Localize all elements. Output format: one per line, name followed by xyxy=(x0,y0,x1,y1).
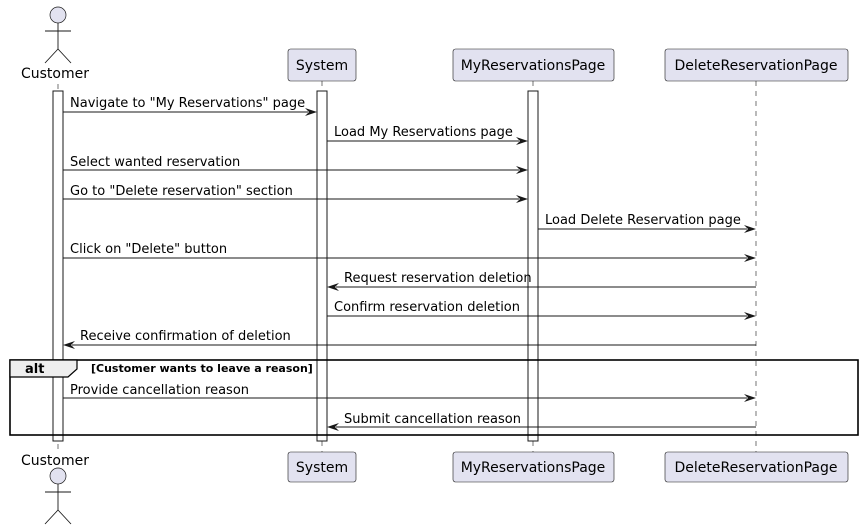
message-4: Go to "Delete reservation" section xyxy=(63,184,528,203)
customer-actor-top: Customer xyxy=(21,6,89,82)
myreservationspage-participant-top: MyReservationsPage xyxy=(452,48,615,82)
alt-tab xyxy=(9,359,78,378)
message-11: Submit cancellation reason xyxy=(327,412,756,431)
arrow-head-icon xyxy=(63,341,75,349)
message-1: Navigate to "My Reservations" page xyxy=(63,96,317,116)
participant-label-system-bottom: System xyxy=(296,460,348,476)
participant-label-customer: Customer xyxy=(21,66,89,82)
deletereservationpage-participant-bottom: DeleteReservationPage xyxy=(664,451,849,483)
arrow-head-icon xyxy=(305,108,317,116)
system-participant-bottom: System xyxy=(287,451,357,483)
message-label: Receive confirmation of deletion xyxy=(80,329,291,344)
message-label: Navigate to "My Reservations" page xyxy=(70,96,305,111)
customer-activation xyxy=(52,90,64,442)
customer-actor-bottom: Customer xyxy=(21,453,89,525)
participant-label-myreservationspage: MyReservationsPage xyxy=(461,58,606,74)
participant-label-deletereservationpage-bottom: DeleteReservationPage xyxy=(675,460,838,476)
arrow-head-icon xyxy=(744,312,756,320)
arrow-head-icon xyxy=(516,137,528,145)
alt-keyword: alt xyxy=(25,362,44,377)
arrow-head-icon xyxy=(744,394,756,402)
alt-frame xyxy=(9,359,859,436)
alt-guard: [Customer wants to leave a reason] xyxy=(91,362,313,375)
message-5: Load Delete Reservation page xyxy=(538,213,756,233)
message-label: Load Delete Reservation page xyxy=(545,213,741,228)
message-label: Load My Reservations page xyxy=(334,125,513,140)
arrow-head-icon xyxy=(744,225,756,233)
arrow-head-icon xyxy=(516,195,528,203)
message-8: Confirm reservation deletion xyxy=(327,300,756,320)
arrow-head-icon xyxy=(744,254,756,262)
arrow-head-icon xyxy=(327,423,339,431)
alt-fragment: alt [Customer wants to leave a reason] xyxy=(9,359,859,436)
system-participant-top: System xyxy=(287,48,357,82)
arrow-head-icon xyxy=(516,166,528,174)
actor-head-icon xyxy=(49,467,67,485)
message-label: Select wanted reservation xyxy=(70,155,240,170)
message-9: Receive confirmation of deletion xyxy=(63,329,756,349)
participant-label-system: System xyxy=(296,58,348,74)
participant-label-myreservationspage-bottom: MyReservationsPage xyxy=(461,460,606,476)
message-label: Click on "Delete" button xyxy=(70,242,227,257)
message-3: Select wanted reservation xyxy=(63,155,528,174)
actor-head-icon xyxy=(49,6,67,24)
message-2: Load My Reservations page xyxy=(327,125,528,145)
system-activation xyxy=(316,90,328,442)
myreservationspage-participant-bottom: MyReservationsPage xyxy=(452,451,615,483)
message-label: Request reservation deletion xyxy=(344,271,532,286)
myreservationspage-activation xyxy=(527,90,539,442)
message-7: Request reservation deletion xyxy=(327,271,756,291)
message-label: Confirm reservation deletion xyxy=(334,300,520,315)
arrow-head-icon xyxy=(327,283,339,291)
message-label: Go to "Delete reservation" section xyxy=(70,184,293,199)
message-6: Click on "Delete" button xyxy=(63,242,756,262)
participant-label-customer-bottom: Customer xyxy=(21,453,89,469)
message-label: Submit cancellation reason xyxy=(344,412,521,427)
message-label: Provide cancellation reason xyxy=(70,383,249,398)
deletereservationpage-participant-top: DeleteReservationPage xyxy=(664,48,849,82)
message-10: Provide cancellation reason xyxy=(63,383,756,402)
participant-label-deletereservationpage: DeleteReservationPage xyxy=(675,58,838,74)
